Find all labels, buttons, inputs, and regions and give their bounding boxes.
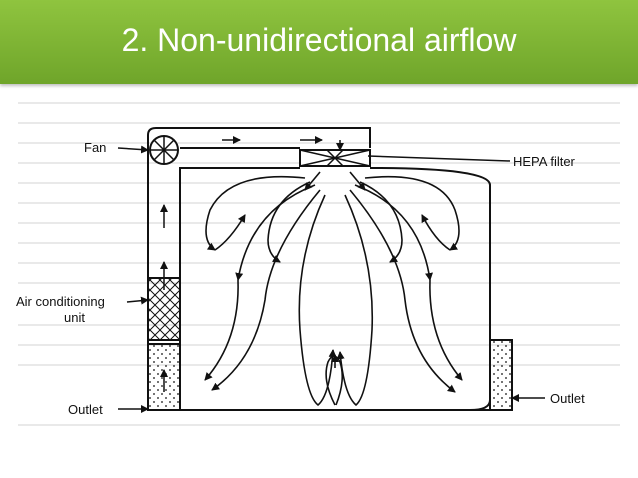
- label-leaders: [117, 145, 545, 413]
- hepa-filter-label: HEPA filter: [513, 154, 576, 169]
- right-outlet: [489, 339, 513, 411]
- airflow-streamlines: [204, 171, 463, 407]
- air-conditioning-label-line1: Air conditioning: [16, 294, 105, 309]
- duct-arrows: [160, 136, 344, 392]
- outlet-left-label: Outlet: [68, 402, 103, 417]
- title-banner: [0, 0, 638, 84]
- airflow-diagram: Fan HEPA filter Air conditioning unit Ou…: [16, 102, 620, 426]
- cleanroom-outline: [180, 167, 491, 411]
- air-conditioning-unit: [147, 277, 181, 341]
- outlet-right-label: Outlet: [550, 391, 585, 406]
- fan-label: Fan: [84, 140, 106, 155]
- fan-icon: [149, 135, 179, 165]
- slide-title: 2. Non-unidirectional airflow: [121, 22, 517, 58]
- left-outlet: [147, 343, 181, 411]
- air-duct: [147, 127, 371, 410]
- air-conditioning-label-line2: unit: [64, 310, 85, 325]
- hepa-filter: [299, 149, 371, 167]
